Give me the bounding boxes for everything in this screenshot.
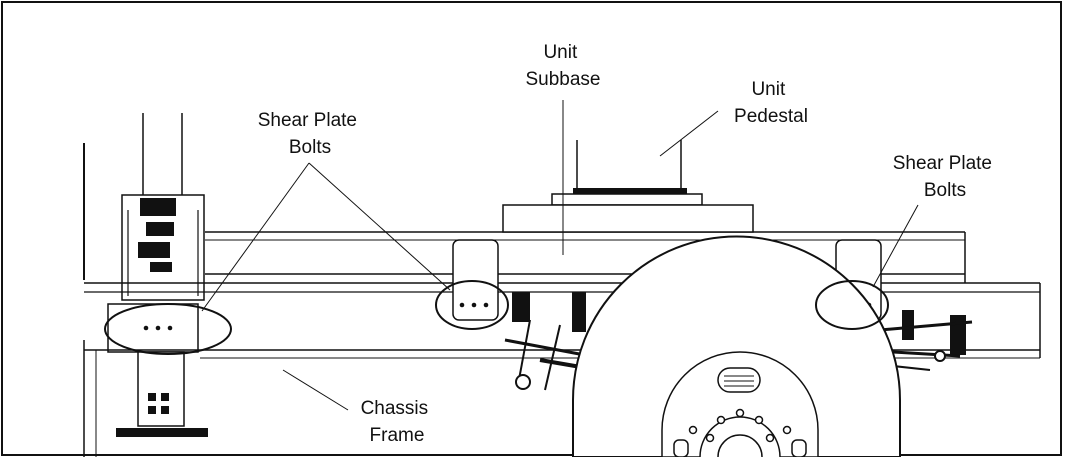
label-chassis-frame-line1: Chassis: [361, 398, 429, 419]
leader-lines: [201, 100, 919, 411]
suspension-linkage-middle: [504, 292, 611, 391]
label-shear-plate-bolts-right: Shear Plate Bolts: [893, 153, 998, 201]
label-chassis-frame: Chassis Frame: [361, 398, 434, 446]
label-unit-subbase-line2: Subbase: [525, 69, 600, 90]
label-unit-pedestal-line1: Unit: [751, 79, 786, 100]
label-unit-pedestal-line2: Pedestal: [734, 106, 808, 127]
wheel: [572, 235, 901, 458]
mast-assembly: [83, 113, 208, 457]
label-unit-pedestal: Unit Pedestal: [734, 79, 808, 127]
label-shear-plate-bolts-left-line1: Shear Plate: [258, 110, 357, 131]
label-chassis-frame-line2: Frame: [370, 425, 425, 446]
label-shear-plate-bolts-right-line2: Bolts: [924, 180, 966, 201]
label-unit-subbase-line1: Unit: [543, 42, 578, 63]
callout-ellipse-right: [815, 280, 889, 330]
unit-pedestal-stack: [502, 140, 754, 233]
label-shear-plate-bolts-right-line1: Shear Plate: [893, 153, 992, 174]
shear-plate-middle: [452, 239, 499, 321]
callout-ellipse-left: [104, 303, 232, 355]
label-unit-subbase: Unit Subbase: [525, 42, 600, 90]
callout-ellipse-middle: [435, 280, 509, 330]
label-shear-plate-bolts-left: Shear Plate Bolts: [258, 110, 363, 158]
label-shear-plate-bolts-left-line2: Bolts: [289, 137, 331, 158]
